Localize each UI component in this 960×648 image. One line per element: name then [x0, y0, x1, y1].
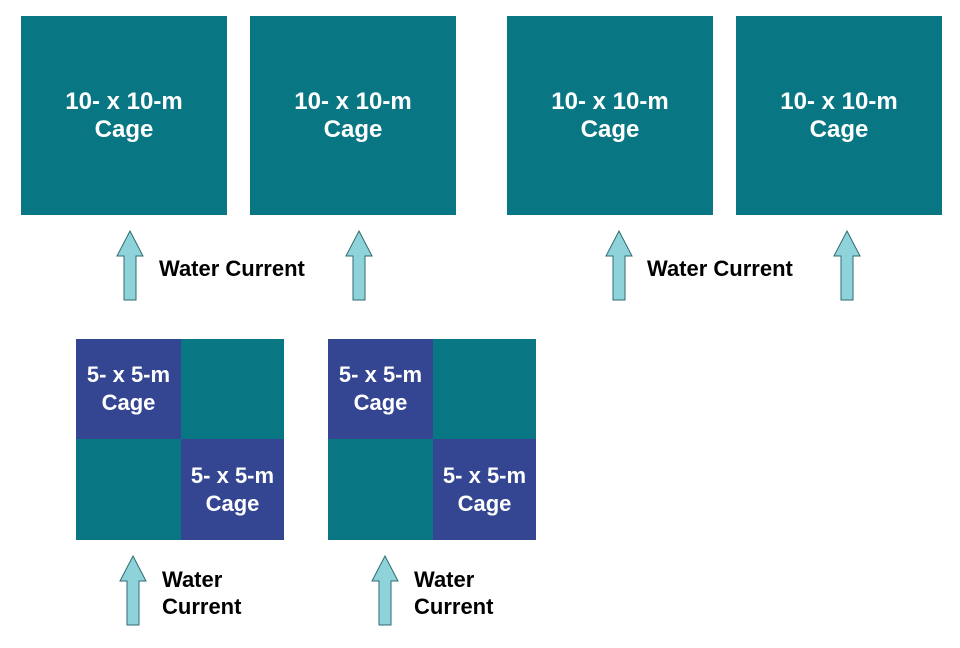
water-current-label: Water Current — [159, 256, 305, 281]
cage-label: Cage — [809, 115, 869, 143]
empty-cell — [181, 339, 284, 439]
water-current-label: Water Current — [414, 566, 493, 620]
empty-cell — [76, 439, 181, 540]
small-cage: 5- x 5-m Cage — [328, 339, 433, 439]
up-arrow-icon — [371, 555, 399, 626]
up-arrow-icon — [116, 230, 144, 301]
up-arrow-icon — [119, 555, 147, 626]
small-cage: 5- x 5-m Cage — [181, 439, 284, 540]
up-arrow-icon — [345, 230, 373, 301]
cage-size-label: 5- x 5-m — [442, 462, 527, 488]
cage-label: Cage — [101, 390, 156, 415]
up-arrow-icon — [605, 230, 633, 301]
cage-label: Cage — [580, 115, 640, 143]
water-current-label: Water Current — [162, 566, 241, 620]
cage-size-label: 5- x 5-m — [338, 362, 423, 387]
label-line: Current — [414, 594, 494, 619]
large-cage: 10- x 10-m Cage — [507, 16, 713, 215]
small-cage: 5- x 5-m Cage — [433, 439, 536, 540]
up-arrow-icon — [833, 230, 861, 301]
small-cage: 5- x 5-m Cage — [76, 339, 181, 439]
label-line: Water — [162, 567, 223, 592]
cage-size-label: 10- x 10-m — [65, 87, 183, 115]
water-current-label: Water Current — [647, 256, 793, 281]
label-line: Current — [162, 594, 242, 619]
large-cage: 10- x 10-m Cage — [21, 16, 227, 215]
cage-label: Cage — [205, 490, 260, 516]
cage-label: Cage — [323, 115, 383, 143]
label-line: Water — [414, 567, 475, 592]
cage-label: Cage — [457, 490, 512, 516]
cage-size-label: 10- x 10-m — [780, 87, 898, 115]
cage-label: Cage — [353, 390, 408, 415]
large-cage: 10- x 10-m Cage — [250, 16, 456, 215]
empty-cell — [328, 439, 433, 540]
empty-cell — [433, 339, 536, 439]
cage-size-label: 5- x 5-m — [86, 362, 171, 387]
cage-size-label: 10- x 10-m — [551, 87, 669, 115]
cage-label: Cage — [94, 115, 154, 143]
cage-size-label: 5- x 5-m — [190, 462, 275, 488]
cage-size-label: 10- x 10-m — [294, 87, 412, 115]
large-cage: 10- x 10-m Cage — [736, 16, 942, 215]
